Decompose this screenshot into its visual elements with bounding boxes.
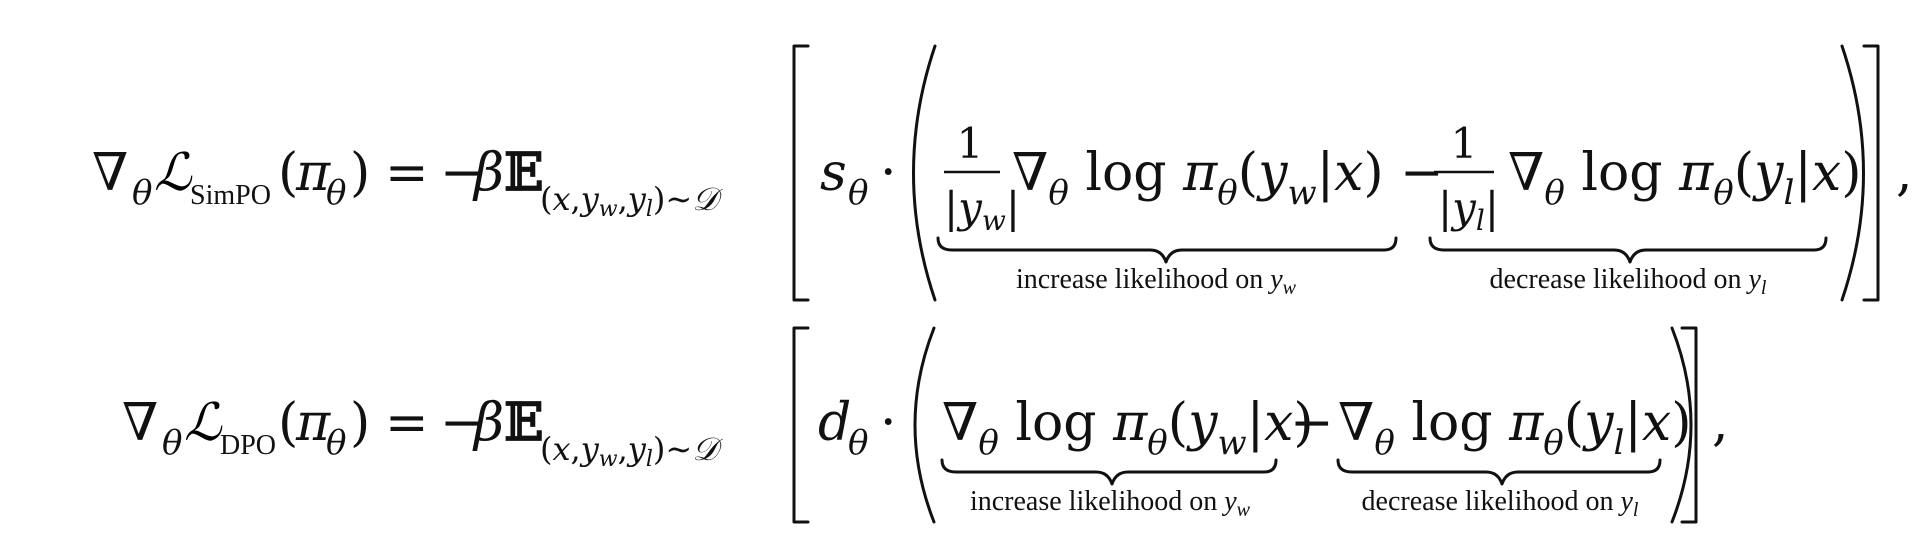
cdot-symbol: ·	[880, 393, 897, 453]
log-policy-expression: ∇θ log πθ(yl|x)	[1338, 393, 1691, 463]
coefficient-symbol: d	[818, 393, 851, 453]
underbrace-label: increase likelihood on yw	[970, 486, 1251, 521]
theta-subscript: θ	[326, 173, 346, 213]
expectation-subscript: (x,yw,yl)∼𝒟	[540, 430, 723, 472]
underbrace	[940, 458, 1278, 486]
simpo-term-decrease: 1 |yl| ∇θ log πθ(yl|x) decrease likeliho…	[1428, 119, 1861, 299]
underbrace-label-text: increase likelihood on	[1016, 264, 1263, 295]
underbrace	[936, 236, 1398, 264]
right-square-bracket	[1862, 44, 1880, 302]
close-paren: )	[350, 143, 370, 203]
expectation-symbol: 𝔼	[504, 392, 544, 453]
pi-symbol: π	[295, 393, 331, 453]
left-square-bracket	[792, 44, 810, 302]
log-policy-expression: ∇θ log πθ(yl|x)	[1508, 143, 1861, 213]
simpo-term-increase: 1 |yw| ∇θ log πθ(yw|x) increase likeliho…	[936, 119, 1398, 299]
close-paren: )	[350, 393, 370, 453]
fraction-numerator: 1	[957, 119, 984, 168]
theta-subscript: θ	[162, 423, 182, 463]
coefficient-symbol: s	[820, 143, 847, 203]
underbrace	[1428, 236, 1828, 264]
dpo-term-decrease: ∇θ log πθ(yl|x) decrease likelihood on y…	[1336, 393, 1691, 521]
theta-subscript: θ	[848, 423, 868, 463]
simpo-loss-subscript: SimPO	[190, 180, 271, 211]
expectation-subscript: (x,yw,yl)∼𝒟	[540, 180, 723, 222]
underbrace	[1336, 458, 1662, 486]
beta-symbol: β	[472, 143, 504, 203]
loss-symbol: ℒ	[154, 143, 193, 203]
right-square-bracket	[1680, 326, 1698, 524]
left-big-paren	[913, 326, 936, 524]
expectation-symbol: 𝔼	[504, 142, 544, 203]
loss-symbol: ℒ	[184, 393, 223, 453]
dpo-loss-subscript: DPO	[220, 430, 276, 461]
equals-sign: =	[385, 393, 429, 453]
trailing-comma: ,	[1896, 143, 1913, 203]
cdot-symbol: ·	[880, 143, 897, 203]
underbrace-label-text: decrease likelihood on	[1490, 264, 1742, 295]
log-policy-expression: ∇θ log πθ(yw|x)	[942, 393, 1314, 463]
nabla-symbol: ∇	[92, 143, 128, 203]
fraction-denominator: |yw|	[944, 183, 1020, 237]
left-square-bracket	[792, 326, 810, 524]
left-big-paren	[912, 44, 937, 302]
dpo-gradient-equation: ∇ θ ℒ DPO ( π θ ) = − β 𝔼 (x,yw,yl)∼𝒟 d …	[122, 326, 1729, 524]
minus-sign: −	[440, 393, 484, 453]
right-big-paren	[1670, 326, 1693, 524]
simpo-gradient-equation: ∇ θ ℒ SimPO ( π θ ) = − β 𝔼 (x,yw,yl)∼𝒟 …	[92, 44, 1913, 302]
underbrace-label: decrease likelihood on yl	[1490, 264, 1767, 299]
fraction-numerator: 1	[1451, 119, 1478, 168]
dpo-term-increase: ∇θ log πθ(yw|x) increase likelihood on y…	[940, 393, 1314, 521]
log-policy-expression: ∇θ log πθ(yw|x)	[1012, 143, 1384, 213]
open-paren: (	[278, 143, 298, 203]
trailing-comma: ,	[1712, 393, 1729, 453]
beta-symbol: β	[472, 393, 504, 453]
open-paren: (	[278, 393, 298, 453]
theta-subscript: θ	[848, 173, 868, 213]
equals-sign: =	[385, 143, 429, 203]
underbrace-label-text: decrease likelihood on	[1362, 486, 1614, 517]
minus-sign: −	[1290, 393, 1334, 453]
theta-subscript: θ	[326, 423, 346, 463]
theta-subscript: θ	[132, 173, 152, 213]
fraction-denominator: |yl|	[1438, 183, 1499, 237]
underbrace-label: increase likelihood on yw	[1016, 264, 1297, 299]
minus-sign: −	[440, 143, 484, 203]
right-big-paren	[1840, 44, 1865, 302]
underbrace-label-text: increase likelihood on	[970, 486, 1217, 517]
pi-symbol: π	[295, 143, 331, 203]
nabla-symbol: ∇	[122, 393, 158, 453]
underbrace-label: decrease likelihood on yl	[1362, 486, 1639, 521]
